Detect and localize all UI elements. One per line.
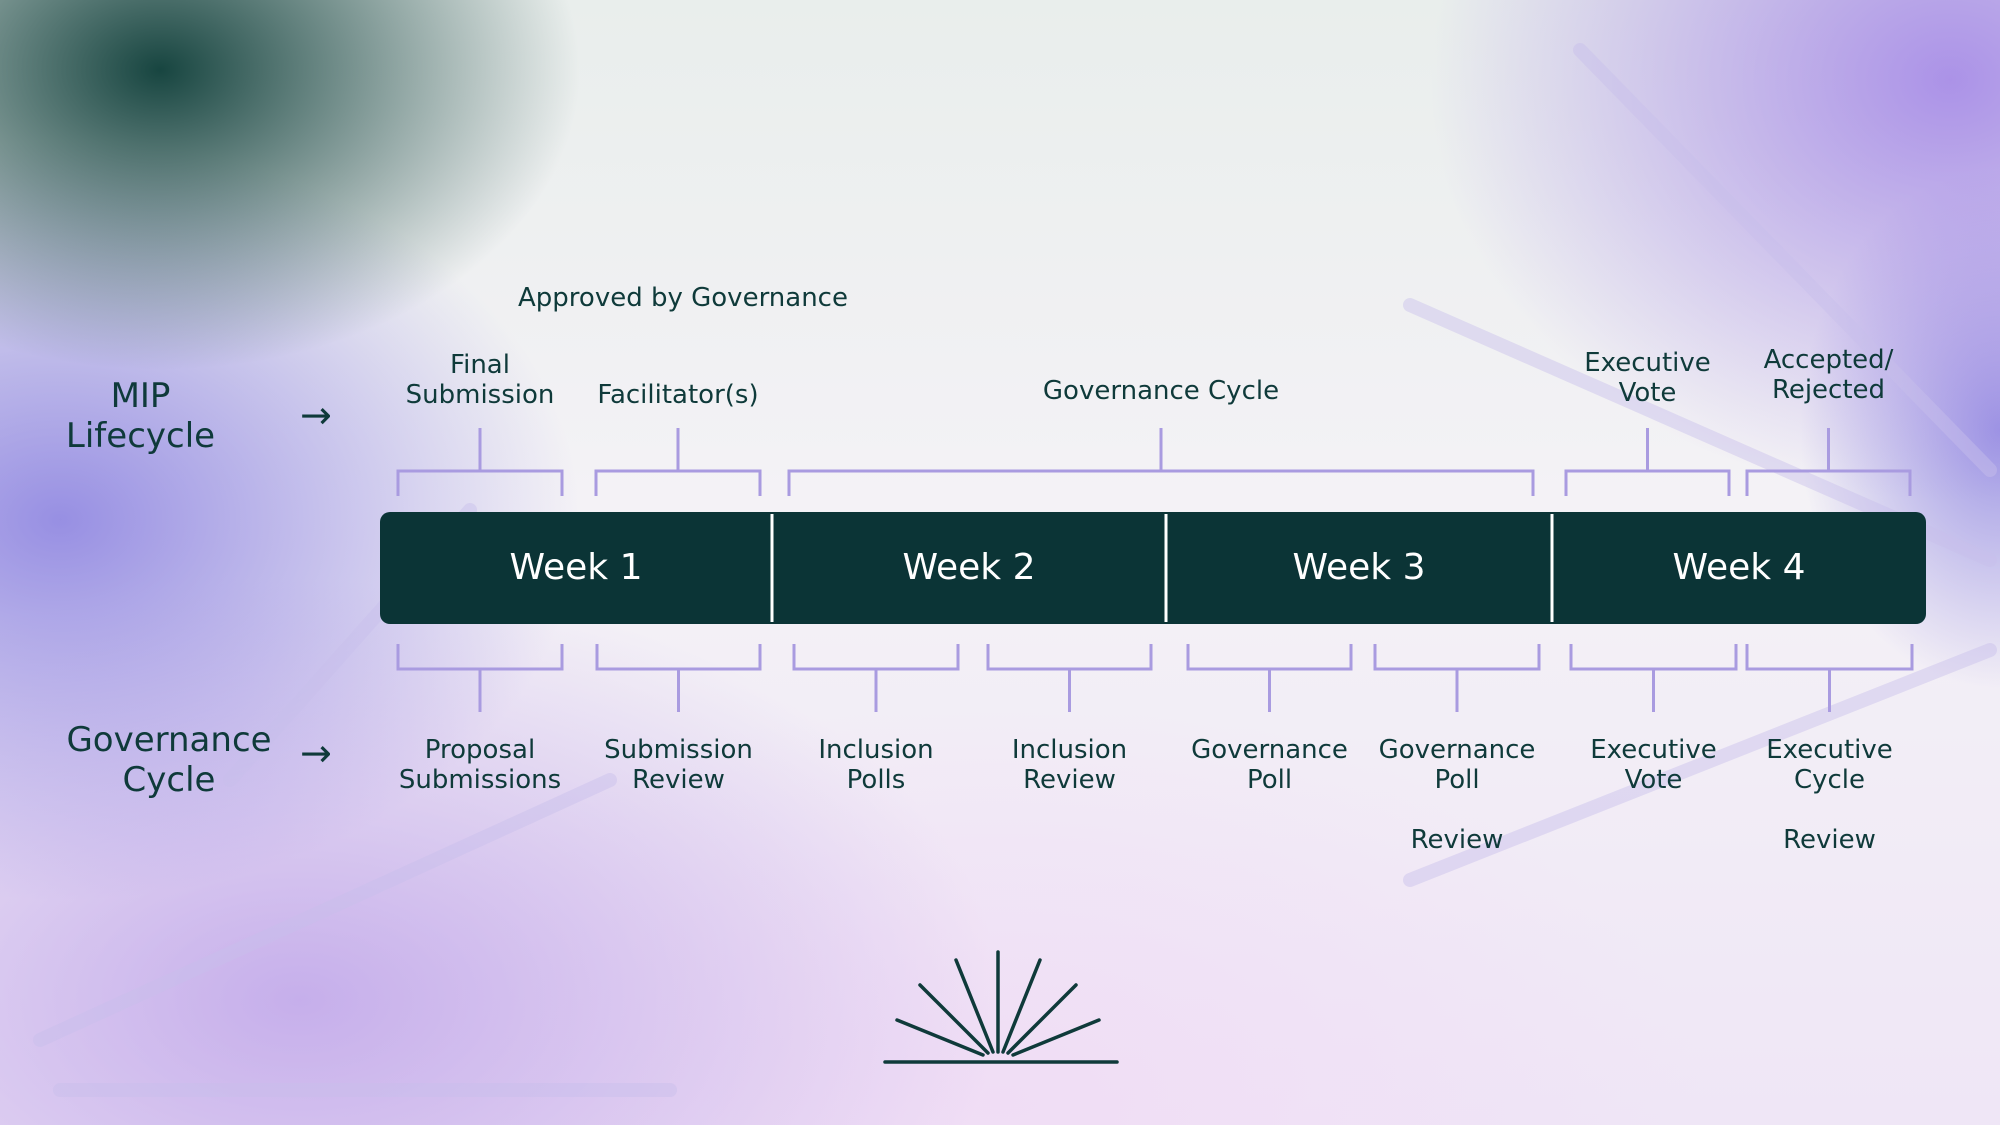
governance-stage-bracket bbox=[792, 644, 960, 712]
mip-stage-label: Facilitator(s) bbox=[597, 380, 759, 410]
governance-cycle-title: Governance Cycle bbox=[66, 720, 272, 800]
mip-stage-bracket bbox=[396, 428, 564, 496]
governance-stage-label: Executive Vote bbox=[1590, 735, 1717, 795]
mip-stage-bracket bbox=[787, 428, 1535, 496]
governance-cycle-arrow-icon: → bbox=[300, 731, 332, 775]
governance-stage-label: Governance Poll bbox=[1191, 735, 1348, 795]
mip-stage-label: Accepted/ Rejected bbox=[1763, 345, 1894, 405]
mip-stage-bracket bbox=[1745, 428, 1912, 496]
week-label: Week 4 bbox=[1672, 547, 1806, 588]
governance-stage-label: Inclusion Polls bbox=[818, 735, 934, 795]
mip-stage-label: Executive Vote bbox=[1584, 348, 1711, 408]
governance-stage-bracket bbox=[1186, 644, 1353, 712]
governance-stage-label: Submission Review bbox=[604, 735, 753, 795]
governance-stage-bracket bbox=[1569, 644, 1738, 712]
week-label: Week 3 bbox=[1292, 547, 1426, 588]
approved-by-governance-note: Approved by Governance bbox=[518, 283, 848, 313]
governance-cycle-brackets bbox=[396, 644, 1914, 712]
mip-stage-bracket bbox=[1564, 428, 1731, 496]
governance-stage-label: Executive Cycle Review bbox=[1766, 735, 1893, 855]
governance-stage-label: Governance Poll Review bbox=[1378, 735, 1536, 855]
week-label: Week 2 bbox=[902, 547, 1036, 588]
week-dividers bbox=[770, 514, 1554, 622]
mip-stage-bracket bbox=[594, 428, 762, 496]
governance-stage-label: Inclusion Review bbox=[1011, 735, 1128, 795]
mip-lifecycle-title: MIP Lifecycle bbox=[65, 376, 216, 456]
governance-stage-bracket bbox=[595, 644, 762, 712]
timeline-bar bbox=[380, 512, 1926, 624]
governance-stage-label: Proposal Submissions bbox=[398, 735, 562, 795]
mip-lifecycle-arrow-icon: → bbox=[300, 393, 332, 437]
mip-lifecycle-brackets bbox=[396, 428, 1912, 496]
governance-stage-bracket bbox=[986, 644, 1153, 712]
mip-stage-label: Governance Cycle bbox=[1042, 376, 1280, 406]
governance-stage-bracket bbox=[396, 644, 564, 712]
week-label: Week 1 bbox=[509, 547, 643, 588]
mip-stage-label: Final Submission bbox=[405, 350, 555, 410]
governance-stage-bracket bbox=[1373, 644, 1541, 712]
sunrise-logo-icon bbox=[883, 950, 1119, 1064]
governance-stage-bracket bbox=[1745, 644, 1914, 712]
